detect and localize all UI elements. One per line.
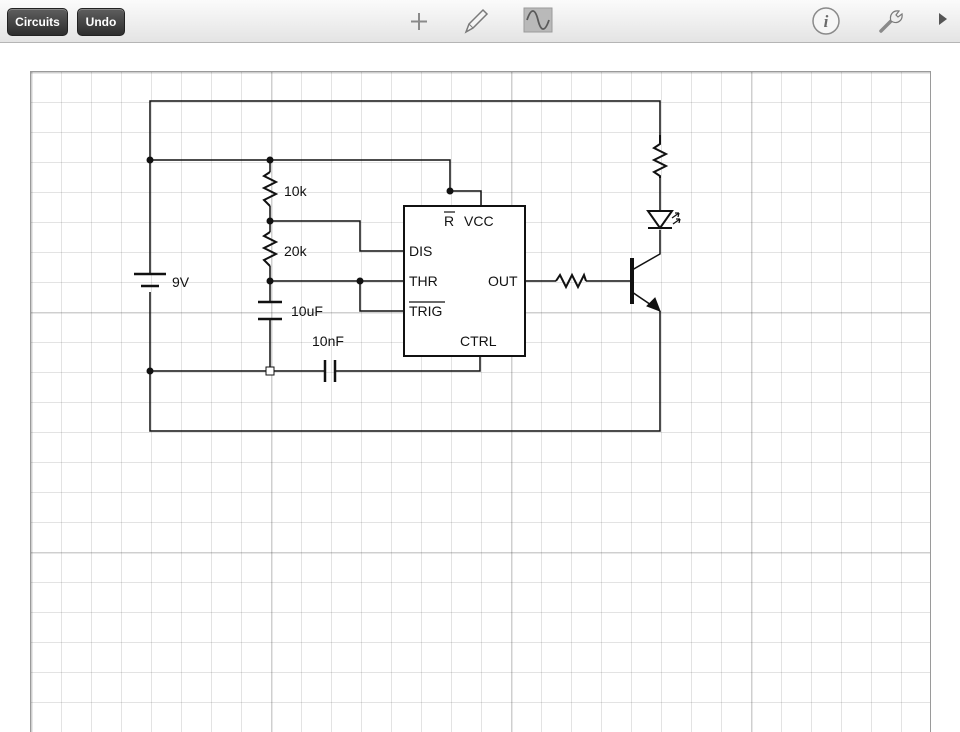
info-icon[interactable]: i [810, 0, 842, 42]
pencil-icon[interactable] [458, 0, 492, 42]
capacitor-c2[interactable] [323, 360, 337, 382]
wrench-icon[interactable] [872, 0, 906, 42]
ic-trig-pin-label: TRIG [409, 303, 442, 319]
ic-ctrl-pin-label: CTRL [460, 333, 497, 349]
battery-label: 9V [172, 274, 190, 290]
ic-555[interactable] [403, 205, 526, 357]
svg-text:i: i [824, 12, 829, 31]
junction-dot [146, 367, 154, 375]
junction-dot [356, 277, 364, 285]
ic-dis-pin-label: DIS [409, 243, 432, 259]
canvas[interactable] [30, 71, 931, 732]
circuits-button[interactable]: Circuits [7, 8, 68, 36]
junction-dot [266, 217, 274, 225]
wire-crossing-marker [265, 366, 275, 376]
junction-dot [266, 156, 274, 164]
waveform-icon[interactable] [520, 0, 556, 42]
undo-button[interactable]: Undo [77, 8, 125, 36]
ic-out-pin-label: OUT [488, 273, 518, 289]
wire-top-loop [149, 100, 661, 160]
resistor-r2-label: 20k [284, 243, 308, 259]
junction-dot [266, 277, 274, 285]
capacitor-c1-label: 10uF [291, 303, 323, 319]
capacitor-c2-label: 10nF [312, 333, 344, 349]
ic-vcc-pin-label: VCC [464, 213, 494, 229]
resistor-r4[interactable] [651, 135, 669, 178]
resistor-r2[interactable] [261, 231, 279, 267]
resistor-r3[interactable] [555, 272, 587, 290]
plus-icon[interactable] [404, 0, 434, 42]
wire-vcc-link [450, 190, 482, 206]
led[interactable] [646, 210, 681, 230]
resistor-r1[interactable] [261, 171, 279, 207]
wire-dis [270, 220, 404, 252]
wire-collector [631, 230, 661, 271]
ic-thr-pin-label: THR [409, 273, 438, 289]
toolbar: Circuits Undo i [0, 0, 960, 43]
junction-dot [146, 156, 154, 164]
junction-dot [446, 187, 454, 195]
resistor-r1-label: 10k [284, 183, 308, 199]
wire-top-rail [150, 159, 451, 191]
wire-ctrl [335, 356, 481, 372]
battery[interactable] [134, 272, 166, 288]
ic-reset-pin-label: R [444, 213, 454, 229]
capacitor-c1[interactable] [258, 300, 282, 321]
wire-bottom-loop [149, 292, 661, 432]
npn-transistor[interactable] [630, 258, 661, 312]
wire-trig [359, 281, 404, 312]
play-icon[interactable] [934, 0, 952, 42]
